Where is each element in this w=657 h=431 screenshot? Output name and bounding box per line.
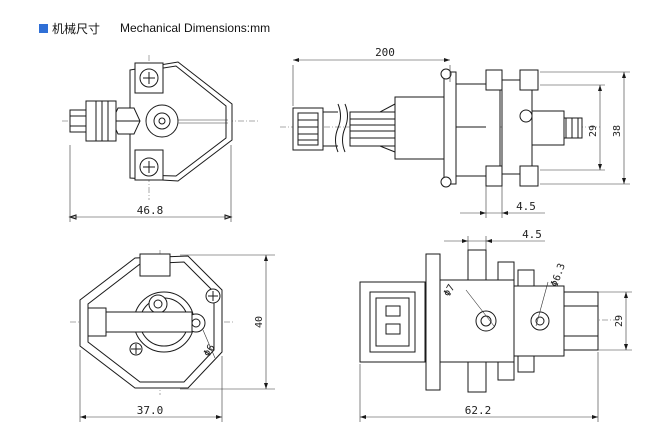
dim-length-side-top: 200 — [375, 46, 395, 59]
dim-height-side-bottom: 29 — [614, 315, 625, 327]
dim-offset-side-top: 4.5 — [516, 200, 536, 213]
dim-width-front-top: 46.8 — [137, 204, 164, 217]
dim-width-side-bottom: 62.2 — [465, 404, 492, 417]
dim-hole-front-bottom: Φ6 — [202, 343, 218, 359]
dim-height-side-1: 29 — [588, 125, 599, 137]
header-title-en: Mechanical Dimensions:mm — [120, 21, 271, 35]
dim-width-front-bottom: 37.0 — [137, 404, 164, 417]
dim-height-front-bottom: 40 — [254, 316, 265, 328]
dim-height-side-2: 38 — [612, 125, 623, 137]
front-view-top: 46.8 — [62, 55, 260, 222]
dim-hole-side-bottom-1: Φ7 — [442, 283, 458, 299]
side-view-top: 200 29 38 4.5 — [280, 46, 630, 218]
header-square-icon — [39, 23, 48, 33]
dim-offset-side-bottom: 4.5 — [522, 228, 542, 241]
dim-hole-side-bottom-2: Φ6.3 — [549, 262, 568, 288]
header-title-cn: 机械尺寸 — [52, 21, 101, 36]
side-view-bottom: 4.5 Φ7 Φ6.3 29 62.2 — [359, 228, 632, 422]
front-view-bottom: 40 Φ6 37.0 — [70, 250, 275, 422]
header: 机械尺寸 Mechanical Dimensions:mm — [39, 20, 270, 36]
